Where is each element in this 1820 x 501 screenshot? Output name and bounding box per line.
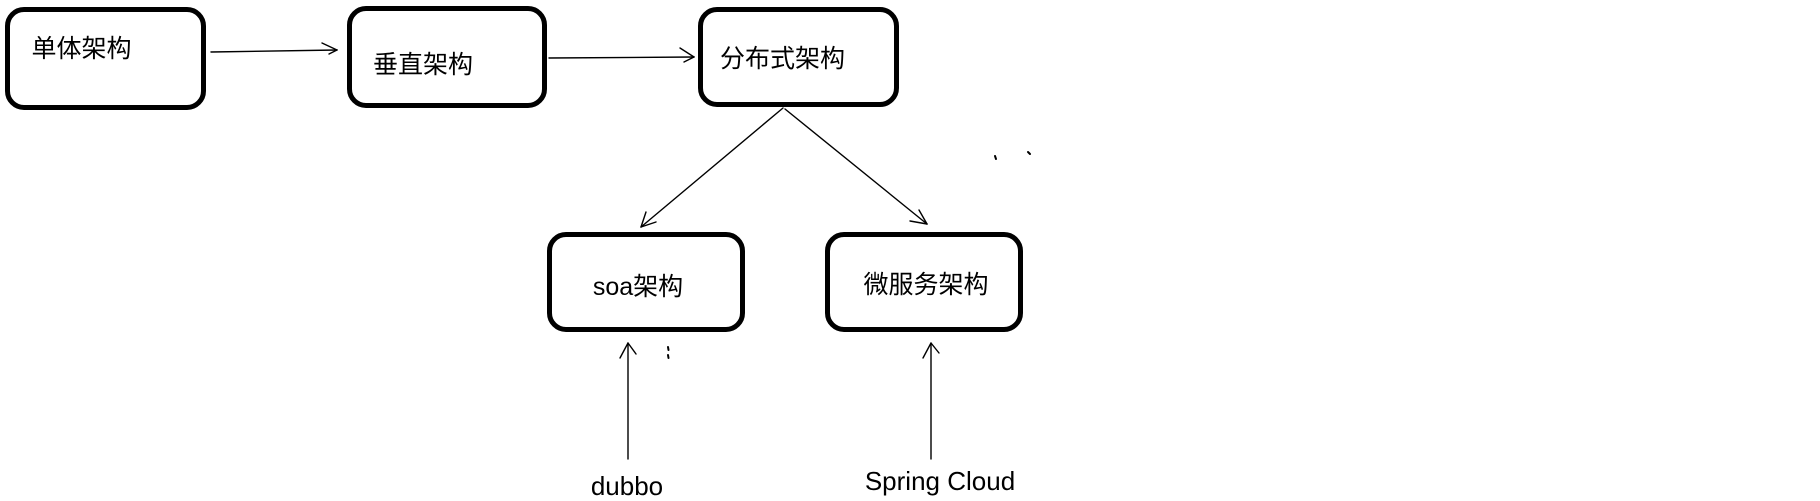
arrow-distributed-to-soa [640, 107, 784, 228]
arrow-dubbo-to-soa [619, 342, 637, 460]
node-soa: soa架构 [547, 232, 745, 332]
label-dubbo: dubbo [590, 471, 664, 501]
node-vertical-label: 垂直架构 [372, 50, 473, 79]
node-soa-label: soa架构 [592, 272, 684, 301]
arrow-monolithic-to-vertical [210, 42, 338, 55]
node-monolithic-label: 单体架构 [31, 35, 132, 63]
node-distributed-label: 分布式架构 [719, 44, 845, 73]
node-monolithic: 单体架构 [5, 7, 206, 110]
node-microservices: 微服务架构 [825, 232, 1023, 332]
label-spring-cloud: Spring Cloud [864, 466, 1016, 496]
node-vertical: 垂直架构 [347, 6, 547, 108]
arrow-springcloud-to-microservices [922, 342, 940, 460]
node-microservices-label: 微服务架构 [863, 270, 989, 299]
arrow-vertical-to-distributed [548, 47, 695, 63]
arrow-distributed-to-microservices [784, 108, 928, 225]
node-distributed: 分布式架构 [698, 7, 899, 107]
stray-ink-marks [667, 151, 1031, 359]
